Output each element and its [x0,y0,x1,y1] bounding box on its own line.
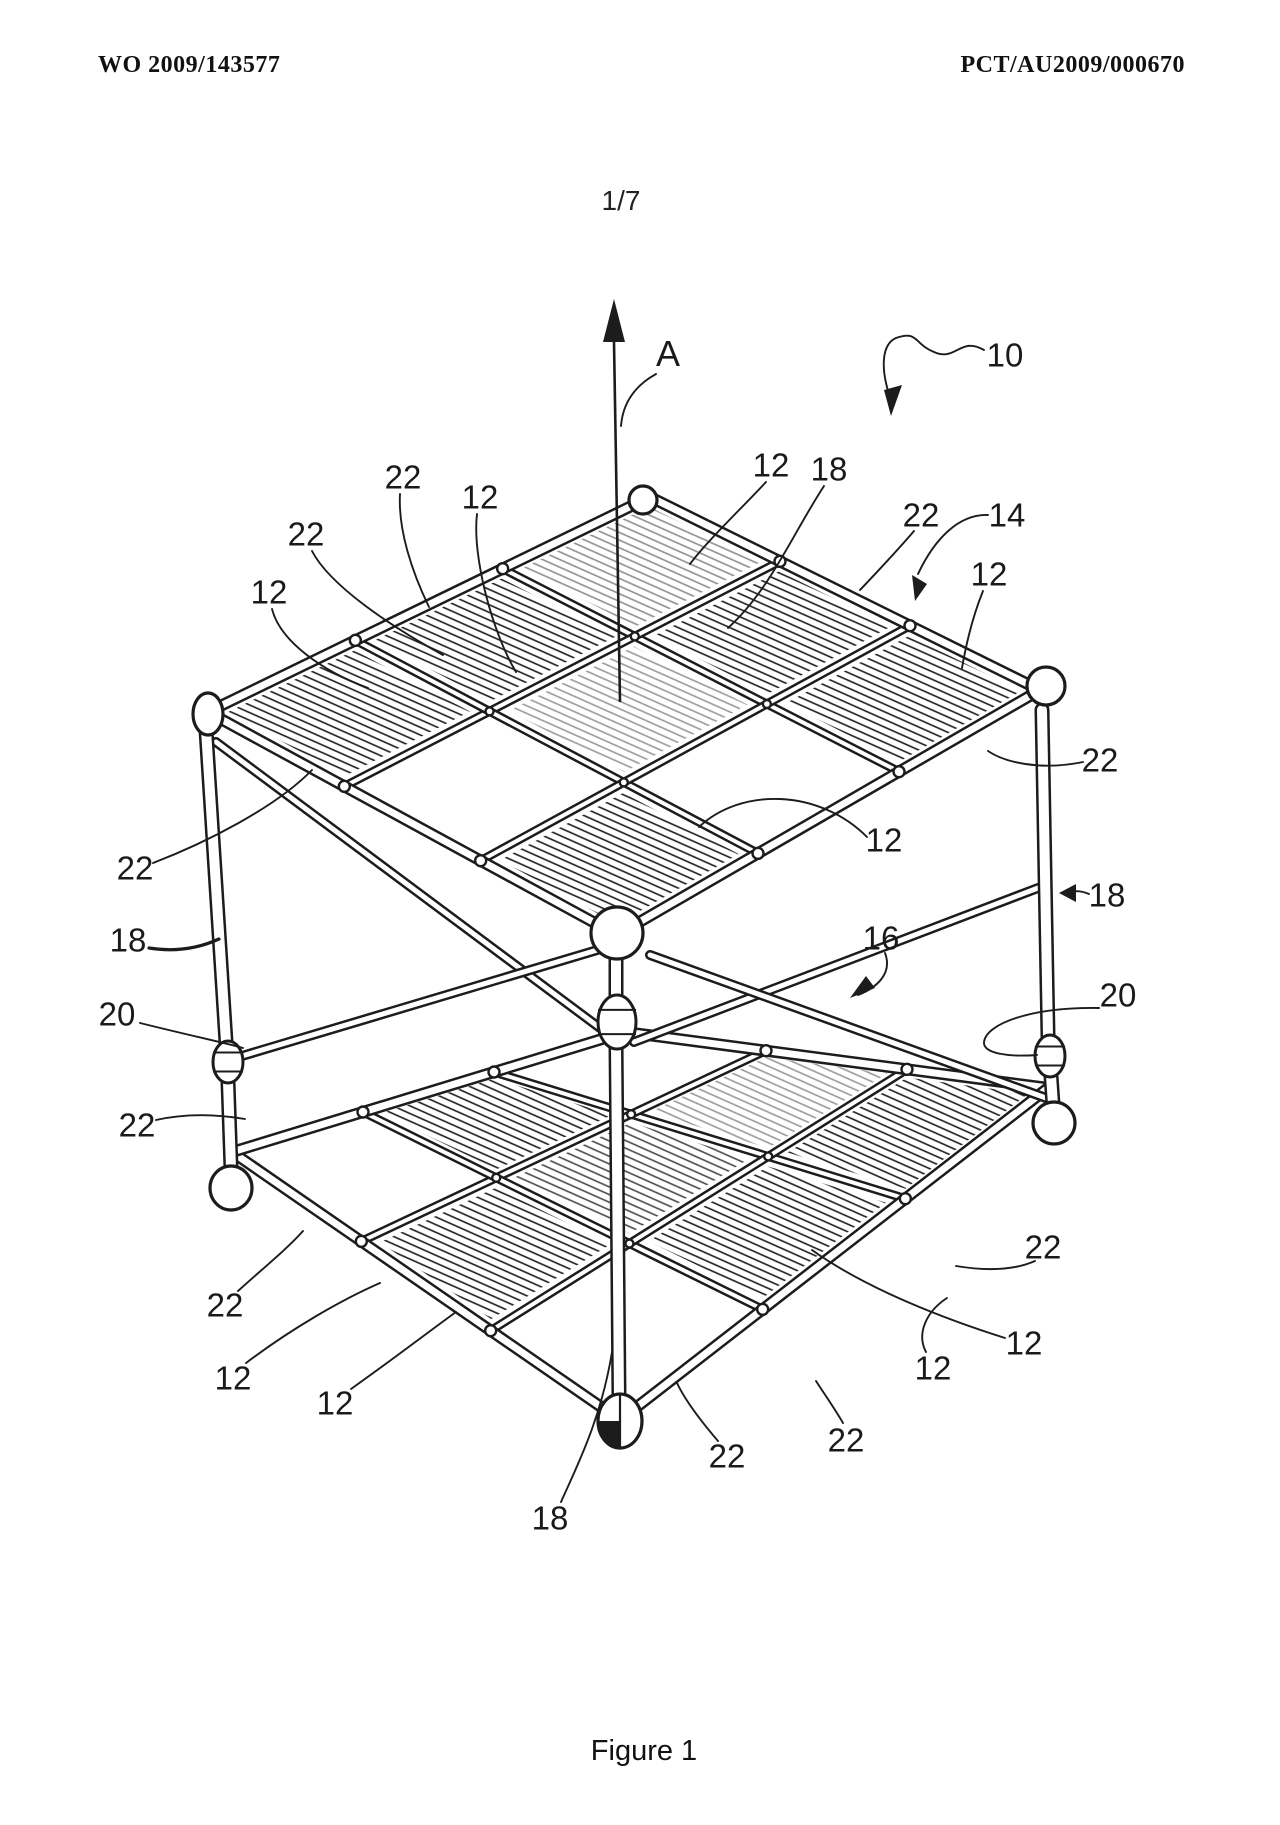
ref-label-12: 12 [752,446,790,484]
publication-number: WO 2009/143577 [98,52,281,78]
ref-label-22: 22 [206,1286,244,1324]
ref-label-12: 12 [214,1359,252,1397]
ref-label-22: 22 [902,496,940,534]
ref-label-18: 18 [109,921,147,959]
ref-label-18: 18 [531,1499,569,1537]
ref-label-20: 20 [1099,976,1137,1014]
ref-label-12: 12 [250,573,288,611]
ref-label-18: 18 [810,450,848,488]
figure-caption: Figure 1 [590,1735,698,1767]
ref-label-12: 12 [970,555,1008,593]
sheet-number: 1/7 [601,185,641,216]
ref-label-22: 22 [708,1437,746,1475]
ref-label-12: 12 [461,478,499,516]
ref-label-12: 12 [914,1349,952,1387]
ref-label-22: 22 [827,1421,865,1459]
ref-label-12: 12 [1005,1324,1043,1362]
ref-label-22: 22 [384,458,422,496]
ref-label-22: 22 [118,1106,156,1144]
application-number: PCT/AU2009/000670 [960,52,1185,78]
ref-label-12: 12 [865,821,903,859]
ref-label-22: 22 [287,515,325,553]
ref-label-14: 14 [988,496,1026,534]
ref-label-22: 22 [1081,741,1119,779]
ref-label-20: 20 [98,995,136,1033]
ref-label-12: 12 [316,1384,354,1422]
ref-label-22: 22 [116,849,154,887]
ref-label-10: 10 [986,336,1024,374]
axis-label-A: A [655,333,681,374]
ref-label-22: 22 [1024,1228,1062,1266]
ref-label-16: 16 [862,919,900,957]
ref-label-18: 18 [1088,876,1126,914]
